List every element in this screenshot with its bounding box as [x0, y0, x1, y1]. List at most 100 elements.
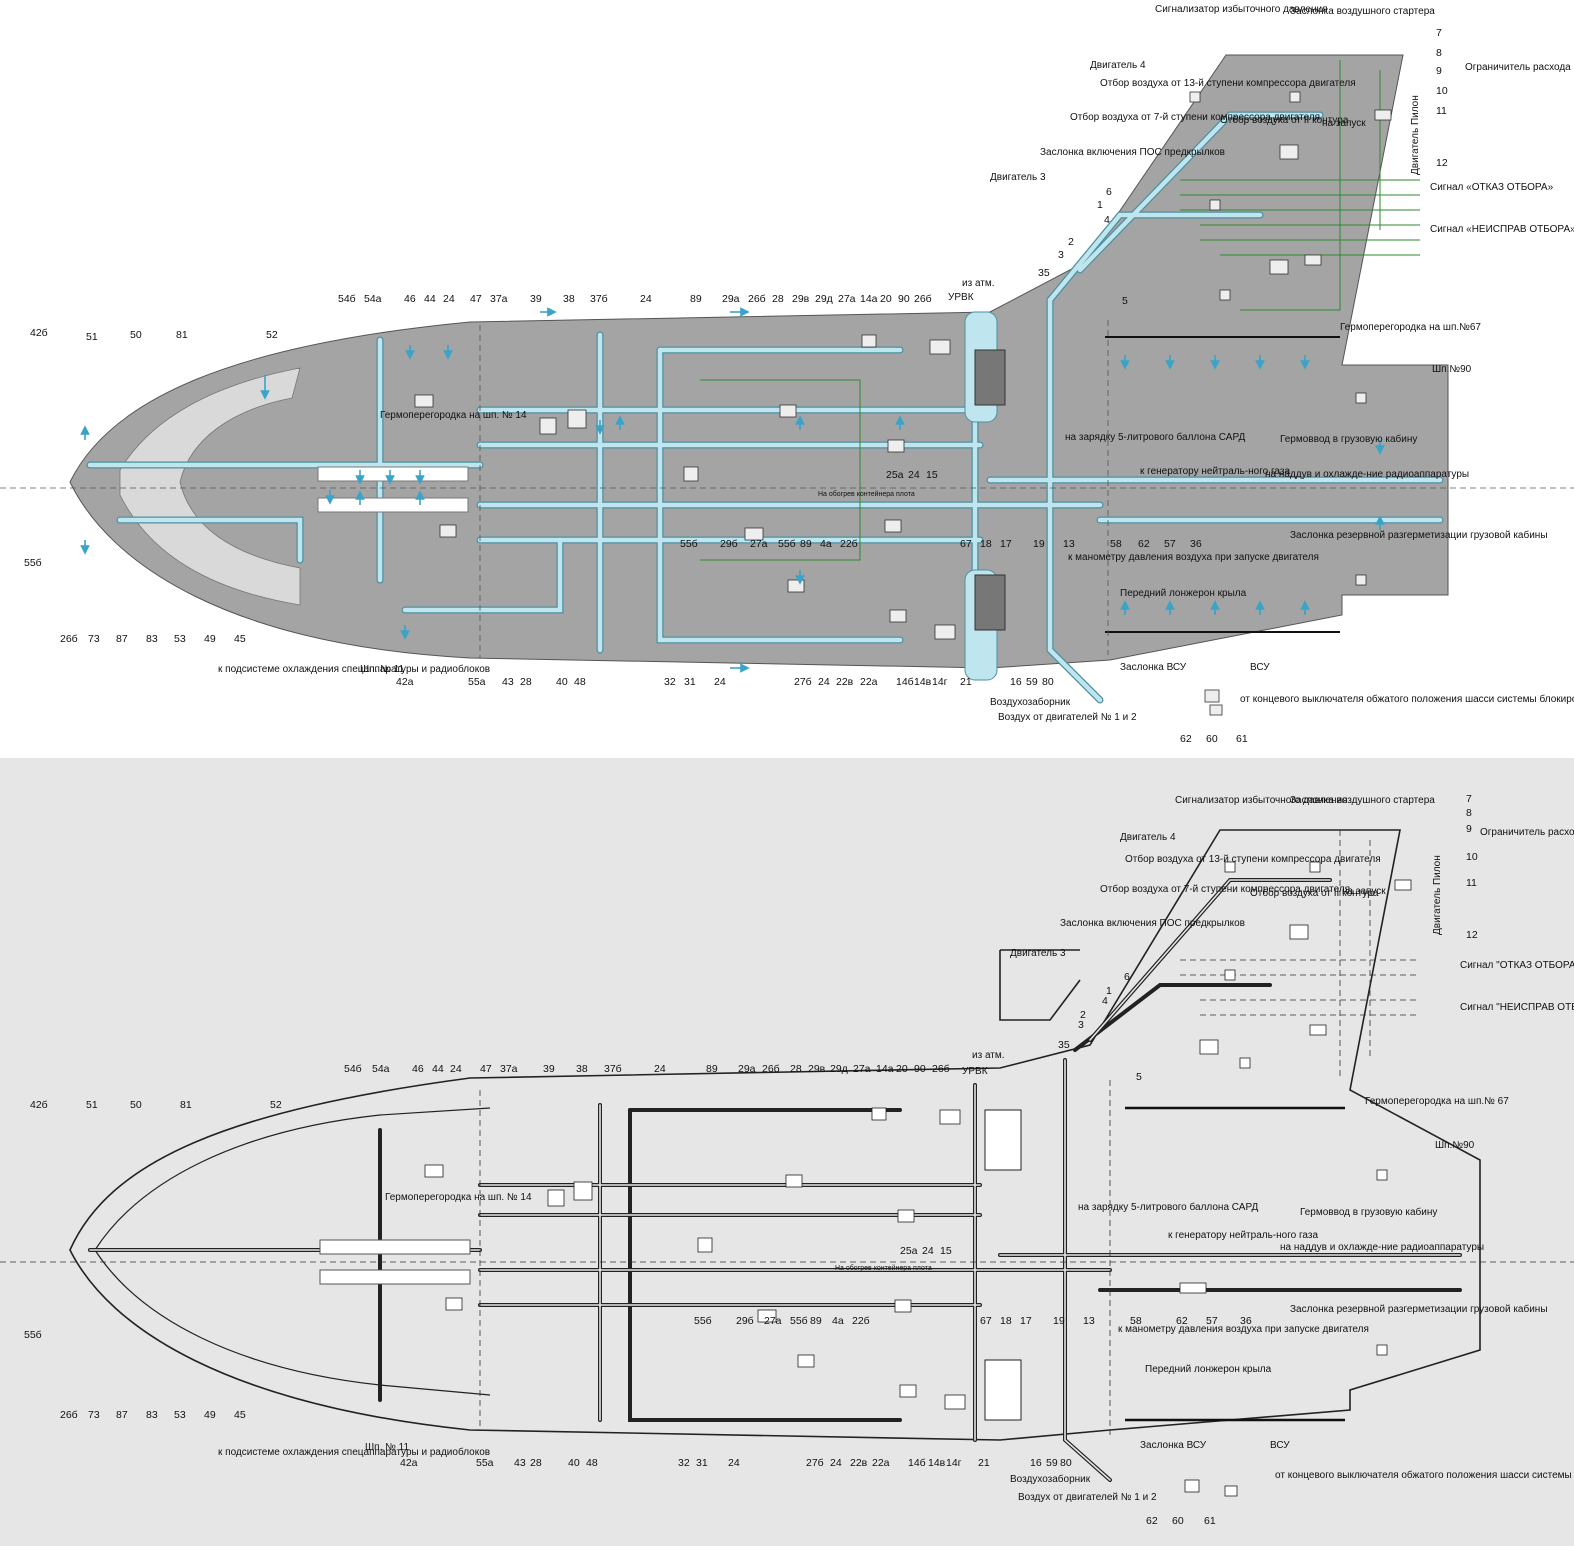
b-right_stack-5: 12 [1466, 929, 1478, 941]
t-top_row-20: 90 [898, 293, 910, 305]
t-mid_right-0: 25а [886, 469, 904, 481]
bot-component-16 [1394, 879, 1412, 891]
b-bottom_row-15: 14г [946, 1457, 962, 1469]
top-component-12 [929, 339, 951, 355]
b-pylon_nums-4: 3 [1078, 1019, 1084, 1031]
t-mid_left-6: 22б [840, 538, 858, 550]
t-pylon_nums-5: 35 [1038, 267, 1050, 279]
bottom-cargo-rails [1125, 1106, 1345, 1422]
label-to-start: на запуск [1322, 118, 1366, 129]
t-bottom_row-0: 42а [396, 676, 414, 688]
b-top_row-14: 28 [790, 1063, 802, 1075]
t-top_row-12: 29а [722, 293, 740, 305]
bot-component-20 [1224, 969, 1236, 981]
top-component-17 [1304, 254, 1322, 266]
b-label-bleed2: Отбор воздуха от II контура [1250, 887, 1379, 899]
bot-component-21 [1239, 1057, 1251, 1069]
t-top_row-1: 54а [364, 293, 382, 305]
bottom-panel [0, 758, 1574, 1546]
label-from-atm: из атм. [962, 278, 995, 289]
b-label-engine4: Двигатель 4 [1120, 832, 1176, 843]
b-label-air-from-engines: Воздух от двигателей № 1 и 2 [1018, 1492, 1157, 1503]
b-label-front-spar: Передний лонжерон крыла [1145, 1364, 1272, 1375]
bot-component-8 [871, 1107, 887, 1121]
t-bottom_row-14: 14в [914, 676, 932, 688]
b-label-cooling-sub: к подсистеме охлаждения спецаппаратуры и… [218, 1446, 490, 1458]
b-bottom_row-4: 40 [568, 1457, 580, 1469]
bot-component-12 [939, 1109, 961, 1125]
b-label-apu-valve: Заслонка ВСУ [1140, 1440, 1207, 1451]
b-top_row-0: 54б [344, 1063, 362, 1075]
t-top_row-9: 37б [590, 293, 608, 305]
b-bottom_row-22: 61 [1204, 1515, 1216, 1527]
b-mid_right-3: 67 [980, 1315, 992, 1327]
t-left_bottom-0: 55б [24, 557, 42, 569]
top-component-2 [567, 409, 587, 429]
top-component-0 [414, 394, 434, 408]
t-top_row-14: 28 [772, 293, 784, 305]
b-top_row-3: 44 [432, 1063, 444, 1075]
label-air-from-engines: Воздух от двигателей № 1 и 2 [998, 712, 1137, 723]
b-bottom_row-6: 32 [678, 1457, 690, 1469]
b-top_row-12: 29а [738, 1063, 756, 1075]
t-left_top-1: 51 [86, 331, 98, 343]
top-component-10 [884, 519, 902, 533]
b-mid_right-5: 17 [1020, 1315, 1032, 1327]
b-mid_left-1: 29б [736, 1315, 754, 1327]
label-front-spar: Передний лонжерон крыла [1120, 588, 1247, 599]
bottom-bar-1 [319, 1239, 471, 1255]
top-heat-exchanger-lower [974, 574, 1006, 631]
t-top_row-21: 26б [914, 293, 932, 305]
bot-component-23 [1224, 1485, 1238, 1497]
t-mid_left-5: 4а [820, 538, 832, 550]
label-bleed7: Отбор воздуха от 7-й ступени компрессора… [1070, 111, 1320, 123]
b-pylon_nums-1: 1 [1106, 985, 1112, 997]
t-bottom_row-20: 62 [1180, 733, 1192, 745]
b-top_row-17: 27а [853, 1063, 871, 1075]
b-mid_left-0: 55б [694, 1315, 712, 1327]
t-top_row-17: 27а [838, 293, 856, 305]
t-left_bottom-4: 83 [146, 633, 158, 645]
t-bottom_row-21: 60 [1206, 733, 1218, 745]
t-pylon_nums-1: 1 [1097, 199, 1103, 211]
t-mid_right-9: 62 [1138, 538, 1150, 550]
t-mid_left-4: 89 [800, 538, 812, 550]
b-bottom_row-20: 62 [1146, 1515, 1158, 1527]
t-right_stack-0: 7 [1436, 27, 1442, 39]
t-right_stack-1: 8 [1436, 47, 1442, 59]
label-sard: на зарядку 5-литрового баллона САРД [1065, 431, 1245, 443]
b-label-manometer: к манометру давления воздуха при запуске… [1118, 1324, 1369, 1335]
b-bottom_row-11: 22в [850, 1457, 868, 1469]
t-top_row-6: 37а [490, 293, 508, 305]
label-engine4: Двигатель 4 [1090, 60, 1146, 71]
bottom-dashed-lines [0, 830, 1574, 1435]
b-label-engine3: Двигатель 3 [1010, 948, 1066, 959]
top-component-11 [889, 609, 907, 623]
top-component-24 [1355, 392, 1367, 404]
b-label-radio-cool: на наддув и охлажде-ние радиоаппаратуры [1280, 1242, 1484, 1253]
top-cargo-rails [1105, 336, 1340, 633]
b-label-apu: ВСУ [1270, 1440, 1290, 1451]
t-bottom_row-18: 59 [1026, 676, 1038, 688]
b-top_row-7: 39 [543, 1063, 555, 1075]
t-bottom_row-5: 48 [574, 676, 586, 688]
b-pylon_nums-6: 5 [1136, 1071, 1142, 1083]
top-component-9 [887, 439, 905, 453]
t-bottom_row-4: 40 [556, 676, 568, 688]
label-cargo-lead: Гермоввод в грузовую кабину [1280, 433, 1417, 445]
b-mid_right-8: 58 [1130, 1315, 1142, 1327]
b-mid_left-6: 22б [852, 1315, 870, 1327]
bot-component-10 [894, 1299, 912, 1313]
bottom-heat-exchanger-lower [984, 1359, 1022, 1421]
t-left_top-0: 42б [30, 327, 48, 339]
top-component-8 [861, 334, 877, 348]
t-top_row-4: 24 [443, 293, 455, 305]
b-label-to-start: на запуск [1342, 886, 1386, 897]
top-texts: Сигнализатор избыточного давления Заслон… [218, 3, 1574, 723]
t-left_top-2: 50 [130, 329, 142, 341]
label-flow-limiter: Ограничитель расхода воздуха (ОРВ) [1465, 62, 1574, 73]
t-left_bottom-2: 73 [88, 633, 100, 645]
b-top_row-8: 38 [576, 1063, 588, 1075]
bot-component-25 [1376, 1344, 1388, 1356]
